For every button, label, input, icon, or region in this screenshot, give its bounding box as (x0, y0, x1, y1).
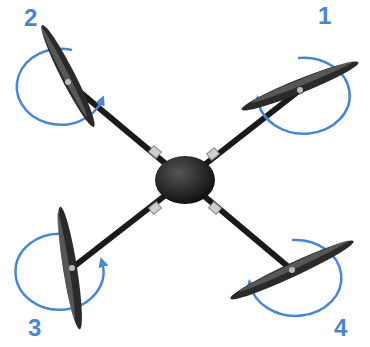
arms (68, 82, 300, 270)
body (155, 156, 215, 204)
propellers (36, 22, 361, 330)
callout-number: 2 (24, 6, 37, 30)
arm-joints (64, 78, 304, 274)
callout-number: 1 (318, 4, 331, 28)
callout-number: 3 (28, 316, 41, 340)
callout-number: 4 (334, 316, 347, 340)
